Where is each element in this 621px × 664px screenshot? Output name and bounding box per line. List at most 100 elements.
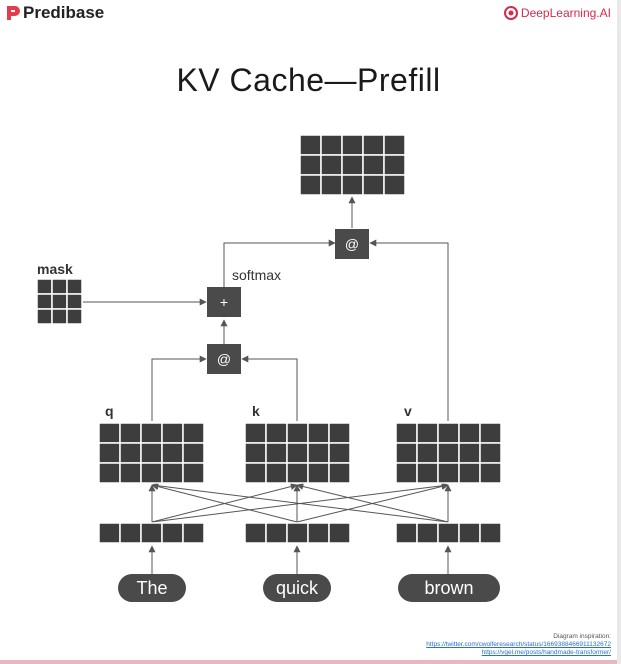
- arrow-emb2-to-q: [151, 483, 298, 523]
- matrix-cell: [320, 154, 343, 176]
- matrix-cell: [416, 422, 439, 444]
- matrix-cell: [458, 442, 481, 464]
- matrix-cell: [119, 442, 142, 464]
- matrix-cell: [437, 522, 460, 544]
- predibase-logo: Predibase: [6, 3, 104, 23]
- credit-link-vgel[interactable]: https://vgel.me/posts/handmade-transform…: [481, 649, 611, 656]
- matrix-cell: [479, 422, 502, 444]
- predibase-brand-text: Predibase: [23, 3, 105, 22]
- token-the: The: [118, 574, 186, 602]
- matrix-cell: [299, 134, 322, 156]
- arrow-emb3-to-q: [151, 482, 449, 523]
- matrix-cell: [51, 293, 68, 310]
- matrix-cell: [161, 442, 184, 464]
- matrix-cell: [265, 442, 288, 464]
- matrix-cell: [437, 422, 460, 444]
- embedding-row-the: [98, 522, 205, 544]
- matrix-cell: [458, 522, 481, 544]
- matrix-cell: [416, 442, 439, 464]
- deeplearning-brand-text: DeepLearning.AI: [520, 6, 611, 20]
- deeplearning-logo: DeepLearning.AI: [503, 4, 611, 22]
- matrix-cell: [66, 278, 83, 295]
- matrix-cell: [98, 422, 121, 444]
- output-matrix: [299, 134, 406, 196]
- matrix-cell: [307, 522, 330, 544]
- matrix-cell: [51, 278, 68, 295]
- matrix-cell: [265, 462, 288, 484]
- matrix-cell: [328, 522, 351, 544]
- matrix-cell: [286, 522, 309, 544]
- matrix-cell: [416, 462, 439, 484]
- diagram-credit: Diagram inspiration: https://twitter.com…: [426, 633, 611, 657]
- matrix-cell: [286, 422, 309, 444]
- matrix-cell: [182, 422, 205, 444]
- matrix-cell: [395, 462, 418, 484]
- matrix-cell: [119, 462, 142, 484]
- token-brown: brown: [398, 574, 500, 602]
- matrix-cell: [341, 134, 364, 156]
- matrix-cell: [36, 293, 53, 310]
- k-matrix: [244, 422, 351, 484]
- mask-matrix: [36, 278, 83, 325]
- matrix-cell: [395, 442, 418, 464]
- matrix-cell: [299, 154, 322, 176]
- matrix-cell: [286, 442, 309, 464]
- matrix-cell: [362, 154, 385, 176]
- token-quick: quick: [263, 574, 331, 602]
- matrix-cell: [383, 154, 406, 176]
- matrix-cell: [244, 422, 267, 444]
- matrix-cell: [458, 422, 481, 444]
- matrix-cell: [479, 462, 502, 484]
- embedding-row-quick: [244, 522, 351, 544]
- arrow-emb3-to-k: [296, 483, 449, 523]
- progress-bar: [0, 660, 617, 664]
- matrix-cell: [161, 422, 184, 444]
- matrix-cell: [66, 308, 83, 325]
- arrow-softmax-to-matmul: [223, 239, 336, 288]
- matrix-cell: [341, 154, 364, 176]
- matrix-cell: [479, 442, 502, 464]
- arrow-k-to-matmul: [241, 355, 298, 421]
- matrix-cell: [98, 462, 121, 484]
- k-label: k: [252, 403, 260, 419]
- v-matrix: [395, 422, 502, 484]
- matrix-cell: [320, 134, 343, 156]
- deeplearning-logo-icon: [503, 6, 518, 20]
- matrix-cell: [36, 308, 53, 325]
- credit-link-twitter[interactable]: https://twitter.com/cwolferesearch/statu…: [426, 641, 611, 648]
- credit-heading: Diagram inspiration:: [553, 633, 611, 640]
- q-matrix: [98, 422, 205, 484]
- matrix-cell: [244, 442, 267, 464]
- matrix-cell: [265, 422, 288, 444]
- matrix-cell: [244, 462, 267, 484]
- scrollbar-track[interactable]: [617, 0, 621, 664]
- matrix-cell: [119, 522, 142, 544]
- matrix-cell: [140, 462, 163, 484]
- matrix-cell: [307, 462, 330, 484]
- matrix-cell: [244, 522, 267, 544]
- matrix-cell: [437, 462, 460, 484]
- matmul-qk-op: @: [207, 344, 241, 374]
- matrix-cell: [328, 422, 351, 444]
- matrix-cell: [328, 442, 351, 464]
- v-label: v: [404, 403, 412, 419]
- matrix-cell: [328, 462, 351, 484]
- matrix-cell: [362, 134, 385, 156]
- matrix-cell: [182, 522, 205, 544]
- embedding-row-brown: [395, 522, 502, 544]
- matrix-cell: [140, 522, 163, 544]
- slide-title: KV Cache—Prefill: [176, 62, 441, 98]
- matrix-cell: [36, 278, 53, 295]
- matrix-cell: [51, 308, 68, 325]
- matrix-cell: [182, 442, 205, 464]
- matrix-cell: [458, 462, 481, 484]
- matrix-cell: [140, 422, 163, 444]
- matrix-cell: [383, 134, 406, 156]
- matrix-cell: [299, 174, 322, 196]
- arrow-v-to-matmul: [369, 239, 449, 421]
- arrow-q-to-matmul: [151, 355, 207, 421]
- add-mask-op: +: [207, 287, 241, 317]
- matrix-cell: [98, 522, 121, 544]
